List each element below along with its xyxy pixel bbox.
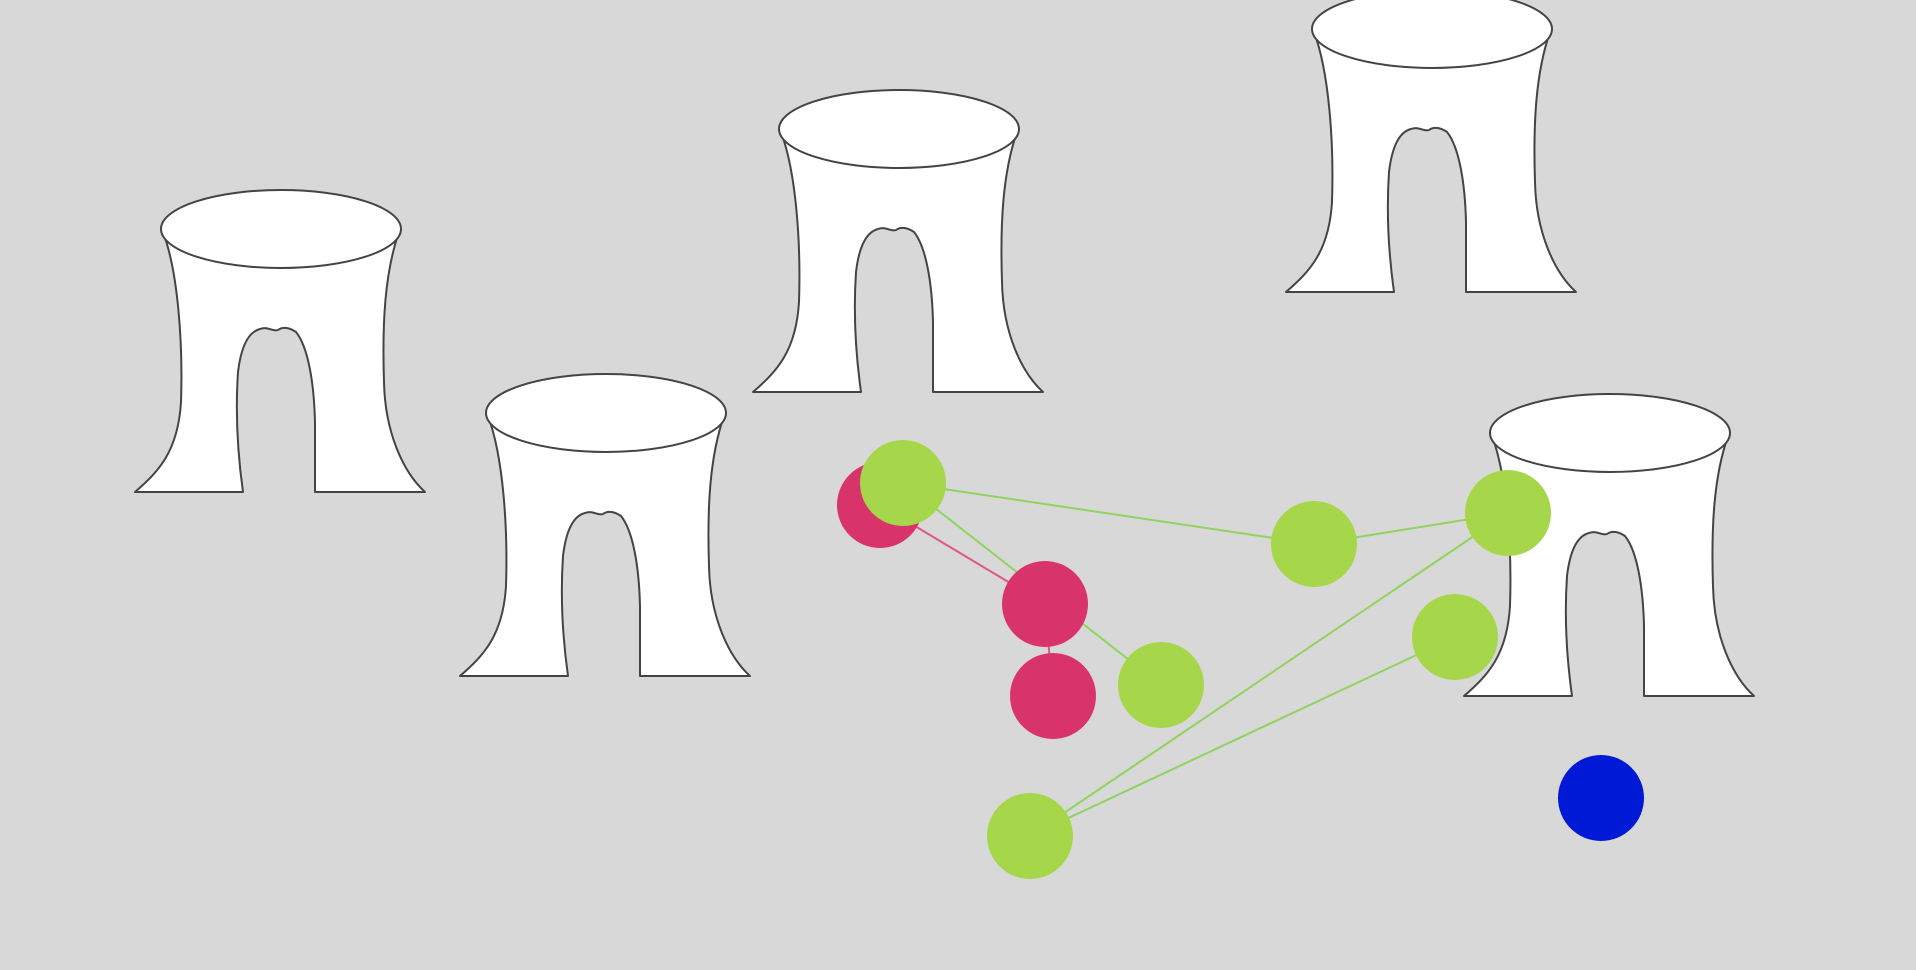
stump-house <box>459 373 751 677</box>
house-top <box>778 89 1020 169</box>
blue-token[interactable] <box>1558 755 1644 841</box>
green-link <box>902 482 1315 545</box>
green-link <box>1029 512 1509 837</box>
house-body <box>752 131 1044 393</box>
green-token[interactable] <box>987 793 1073 879</box>
house-body <box>459 415 751 677</box>
house-body <box>134 231 426 493</box>
green-token[interactable] <box>1118 642 1204 728</box>
green-token[interactable] <box>860 440 946 526</box>
stump-house <box>752 89 1044 393</box>
stump-house <box>1285 0 1577 293</box>
house-top <box>1311 0 1553 69</box>
house-body <box>1285 31 1577 293</box>
house-top <box>160 189 402 269</box>
green-link <box>1029 636 1456 837</box>
pink-token[interactable] <box>1010 653 1096 739</box>
houses-layer <box>134 0 1755 697</box>
pink-token[interactable] <box>1002 561 1088 647</box>
house-top <box>485 373 727 453</box>
green-token[interactable] <box>1465 470 1551 556</box>
green-token[interactable] <box>1412 594 1498 680</box>
stump-house <box>134 189 426 493</box>
house-top <box>1489 393 1731 473</box>
green-token[interactable] <box>1271 501 1357 587</box>
tokens-layer <box>837 440 1644 879</box>
